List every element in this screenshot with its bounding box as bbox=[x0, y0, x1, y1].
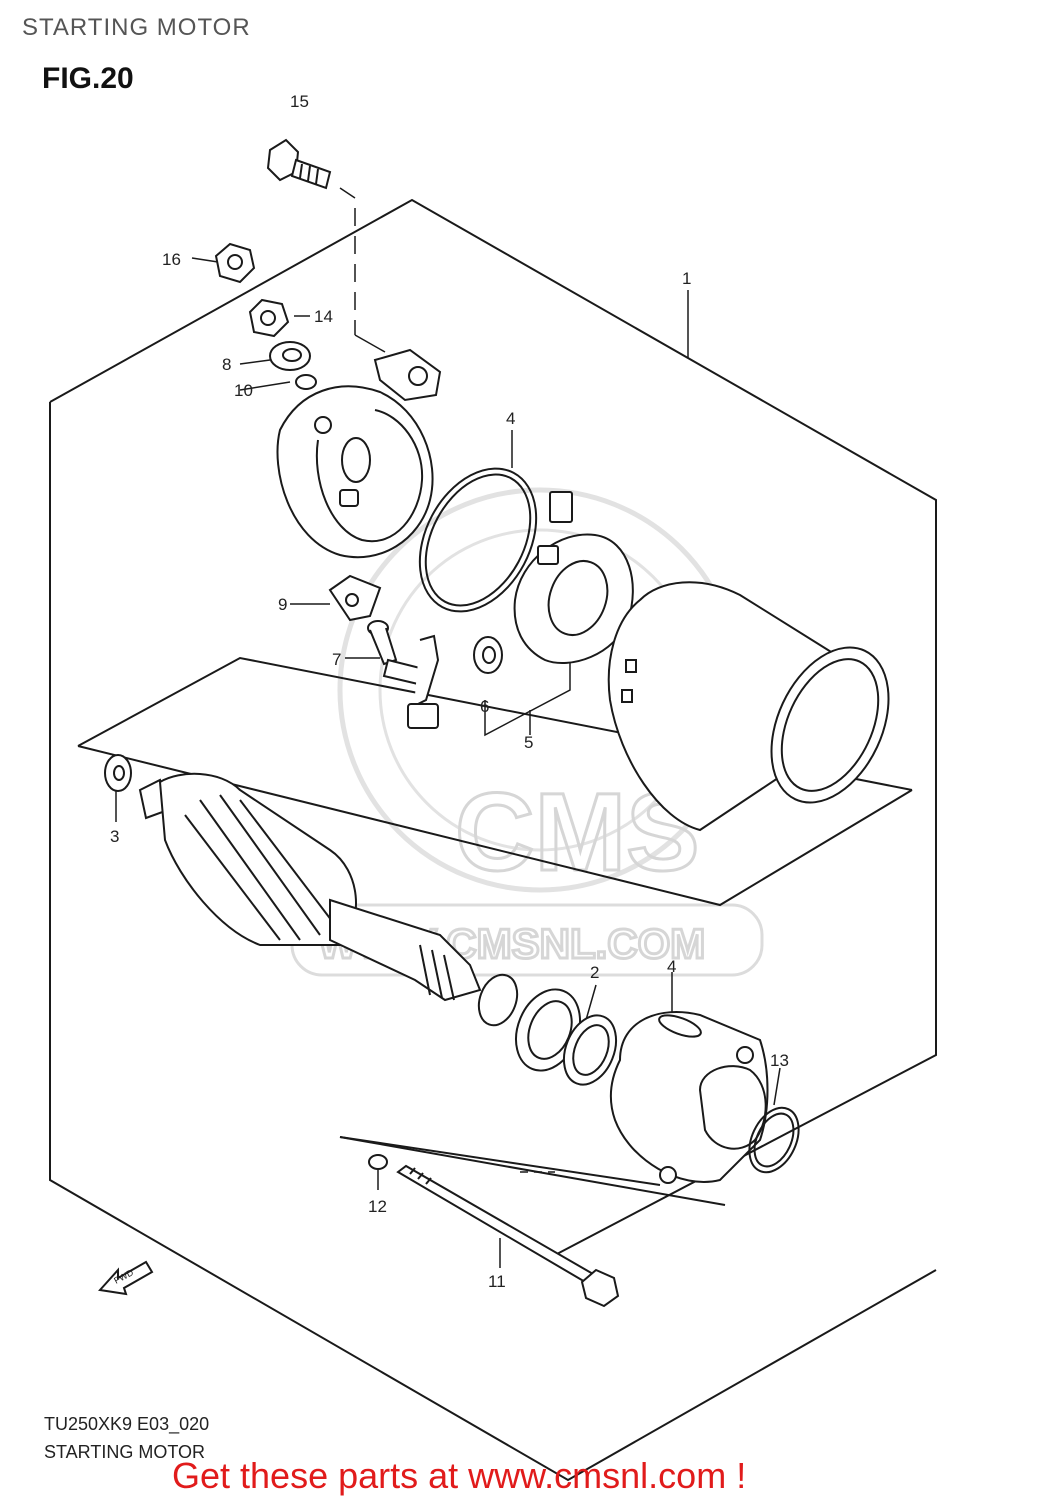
callout-11: 11 bbox=[488, 1272, 506, 1291]
callout-12: 12 bbox=[368, 1197, 387, 1216]
callout-16: 16 bbox=[162, 250, 181, 269]
callout-15: 15 bbox=[290, 92, 309, 111]
circlip bbox=[477, 973, 519, 1027]
callout-labels: 1 2 3 4 4 5 6 7 8 9 10 11 12 13 14 15 16 bbox=[110, 92, 789, 1291]
callout-6: 6 bbox=[480, 697, 489, 716]
bearing-part-2 bbox=[562, 1014, 618, 1086]
callout-9: 9 bbox=[278, 595, 287, 614]
callout-14: 14 bbox=[314, 307, 333, 326]
oring-part-4-lower bbox=[658, 1014, 702, 1038]
nut-part-16 bbox=[214, 242, 256, 284]
washer-part-8 bbox=[269, 341, 311, 371]
callout-7: 7 bbox=[332, 650, 341, 669]
bolt-part-15 bbox=[266, 138, 332, 190]
rear-cover bbox=[276, 348, 442, 559]
callout-4-lower: 4 bbox=[667, 957, 676, 976]
callout-13: 13 bbox=[770, 1051, 789, 1070]
terminal-part-9 bbox=[328, 574, 382, 622]
oring-part-13 bbox=[748, 1106, 800, 1174]
callout-2: 2 bbox=[590, 963, 599, 982]
callout-4-upper: 4 bbox=[506, 409, 515, 428]
oring-part-12 bbox=[368, 1154, 388, 1170]
yoke-housing bbox=[607, 581, 890, 832]
assembly-outline bbox=[49, 198, 937, 1482]
washer-part-3 bbox=[104, 754, 132, 792]
callout-10: 10 bbox=[234, 381, 253, 400]
callout-8: 8 bbox=[222, 355, 231, 374]
brush-lead bbox=[407, 634, 440, 729]
callout-1: 1 bbox=[682, 269, 691, 288]
diagram-code: TU250XK9 E03_020 bbox=[44, 1414, 210, 1434]
terminal-bolt-part-7 bbox=[367, 620, 422, 686]
oring-part-10 bbox=[295, 374, 317, 390]
page-title: STARTING MOTOR bbox=[22, 14, 251, 41]
nut-part-14 bbox=[248, 298, 290, 338]
cta-link[interactable]: Get these parts at www.cmsnl.com ! bbox=[172, 1455, 747, 1496]
brush-holder-part-5 bbox=[513, 491, 634, 665]
callout-5: 5 bbox=[524, 733, 533, 752]
leader-lines bbox=[115, 187, 781, 1268]
fwd-arrow-icon: FWD bbox=[98, 1260, 154, 1296]
callout-3: 3 bbox=[110, 827, 119, 846]
armature bbox=[138, 772, 482, 1002]
bearing-part-6 bbox=[473, 636, 503, 674]
figure-number: FIG.20 bbox=[42, 62, 134, 95]
front-cover bbox=[609, 1011, 769, 1184]
footer-title: STARTING MOTOR bbox=[44, 1442, 206, 1462]
long-bolt-part-11 bbox=[396, 1164, 620, 1308]
oring-part-4-upper bbox=[418, 467, 538, 613]
